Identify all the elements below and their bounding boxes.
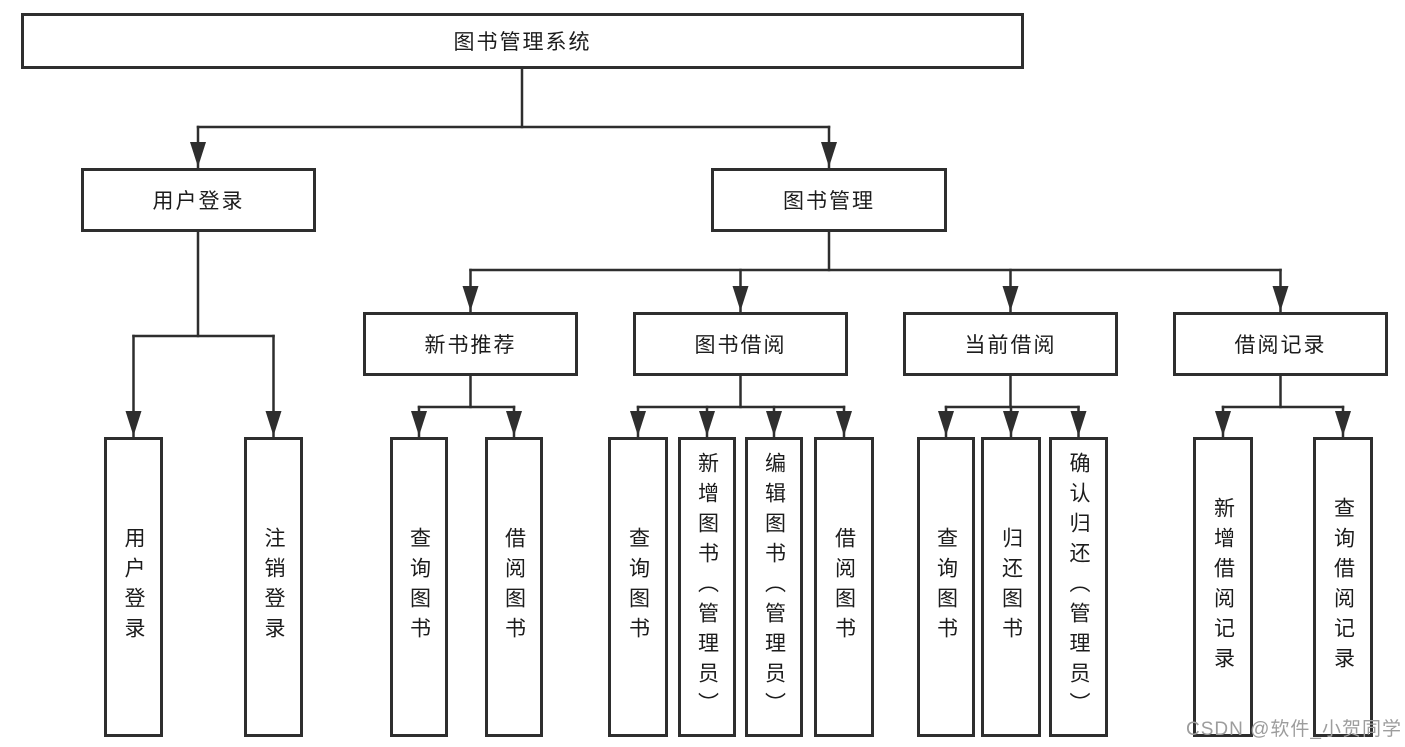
leaf-node: 查询图书	[608, 437, 668, 737]
node-label: 新增借阅记录	[1211, 497, 1235, 677]
connector-borrow-record-to-leaves	[1215, 374, 1351, 438]
node-label: 图书管理系统	[453, 31, 592, 54]
leaf-node: 新增借阅记录	[1193, 437, 1253, 737]
node-label: 归还图书	[999, 527, 1023, 647]
node-borrow-record: 借阅记录	[1173, 312, 1388, 376]
connector-new-book-to-leaves	[411, 374, 522, 438]
node-label: 编辑图书（管理员）	[762, 452, 786, 722]
leaf-node: 确认归还（管理员）	[1049, 437, 1108, 737]
node-label: 借阅图书	[502, 527, 526, 647]
node-book-management: 图书管理	[711, 168, 947, 232]
leaf-node: 注销登录	[244, 437, 303, 737]
node-label: 新增图书（管理员）	[695, 452, 719, 722]
leaf-node: 归还图书	[981, 437, 1041, 737]
connector-current-borrow-to-leaves	[938, 374, 1087, 438]
node-label: 查询图书	[626, 527, 650, 647]
node-user-login: 用户登录	[81, 168, 316, 232]
node-book-borrow: 图书借阅	[633, 312, 848, 376]
node-label: 确认归还（管理员）	[1067, 452, 1090, 722]
node-root-system: 图书管理系统	[21, 13, 1024, 69]
leaf-node: 查询图书	[917, 437, 975, 737]
csdn-watermark: CSDN @软件_小贺同学	[1186, 719, 1402, 740]
node-label: 图书管理	[783, 190, 875, 213]
node-label: 查询借阅记录	[1331, 497, 1355, 677]
node-label: 查询图书	[934, 527, 958, 647]
node-current-borrow: 当前借阅	[903, 312, 1118, 376]
node-label: 图书借阅	[694, 334, 787, 357]
node-label: 用户登录	[152, 190, 245, 213]
connector-book-mgmt-to-level3	[462, 230, 1289, 313]
leaf-node: 查询图书	[390, 437, 448, 737]
connector-book-borrow-to-leaves	[630, 374, 852, 438]
node-label: 查询图书	[407, 527, 431, 647]
node-label: 借阅图书	[832, 527, 856, 647]
node-label: 新书推荐	[424, 334, 517, 357]
leaf-node: 借阅图书	[485, 437, 543, 737]
leaf-node: 新增图书（管理员）	[678, 437, 736, 737]
leaf-node: 查询借阅记录	[1313, 437, 1373, 737]
node-label: 当前借阅	[964, 334, 1057, 357]
connector-root-to-level2	[190, 67, 837, 169]
connector-user-login-to-leaves	[125, 230, 282, 438]
leaf-node: 用户登录	[104, 437, 163, 737]
leaf-node: 编辑图书（管理员）	[745, 437, 803, 737]
node-new-book-recommend: 新书推荐	[363, 312, 578, 376]
node-label: 用户登录	[122, 527, 145, 647]
node-label: 借阅记录	[1234, 334, 1327, 357]
leaf-node: 借阅图书	[814, 437, 874, 737]
node-label: 注销登录	[262, 527, 285, 647]
